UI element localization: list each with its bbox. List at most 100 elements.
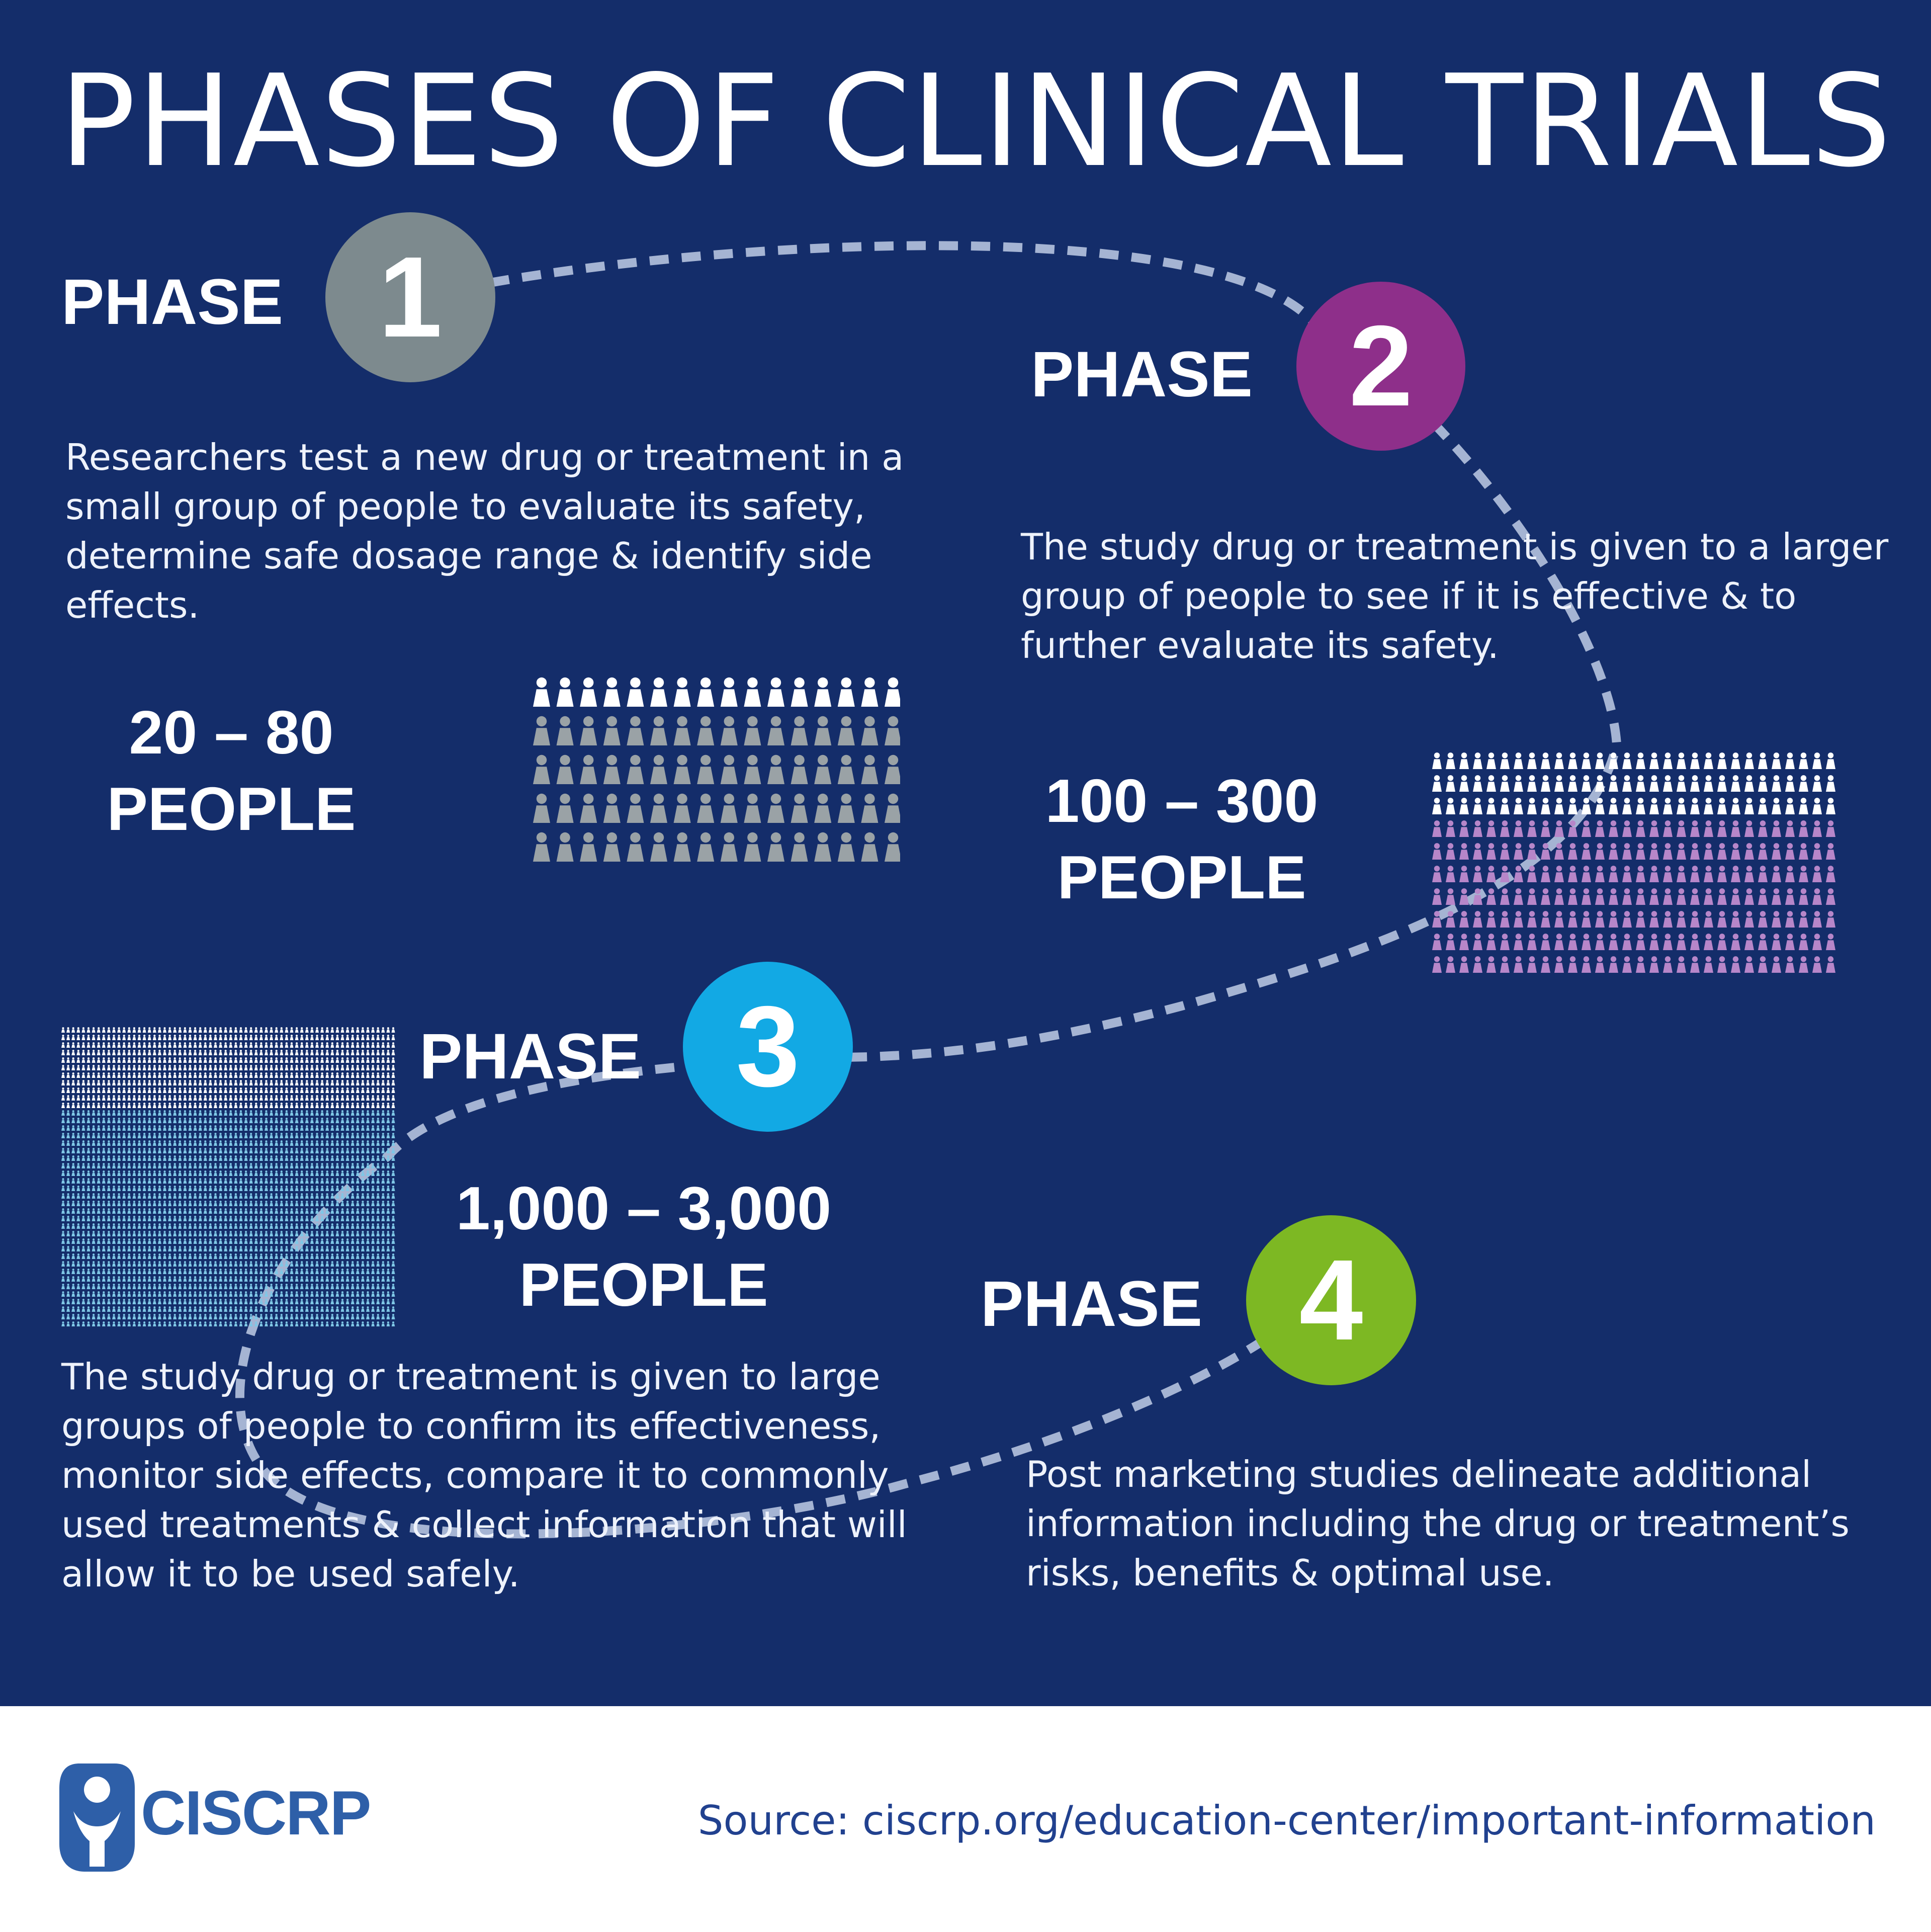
person-icon xyxy=(102,1140,106,1146)
person-icon xyxy=(127,1065,131,1070)
person-icon xyxy=(376,1125,380,1131)
person-icon xyxy=(330,1148,334,1153)
person-icon xyxy=(350,1050,355,1055)
person-icon xyxy=(249,1103,253,1108)
person-icon xyxy=(188,1087,192,1093)
person-icon xyxy=(66,1087,70,1093)
person-icon xyxy=(361,1306,365,1312)
person-icon xyxy=(1731,798,1740,814)
person-icon xyxy=(265,1223,268,1229)
person-icon xyxy=(285,1193,289,1199)
person-icon xyxy=(1446,820,1455,837)
person-icon xyxy=(285,1103,289,1108)
person-icon xyxy=(92,1186,96,1191)
person-icon xyxy=(345,1276,349,1282)
person-icon xyxy=(391,1027,395,1033)
person-icon xyxy=(1554,775,1564,792)
person-icon xyxy=(300,1284,304,1289)
person-icon xyxy=(290,1186,294,1191)
person-icon xyxy=(107,1163,111,1168)
person-icon xyxy=(345,1133,349,1138)
person-icon xyxy=(254,1276,258,1282)
person-icon xyxy=(254,1035,258,1040)
person-icon xyxy=(259,1065,263,1070)
person-icon xyxy=(1527,843,1537,860)
person-icon xyxy=(300,1321,304,1326)
person-icon xyxy=(1812,820,1822,837)
person-icon xyxy=(1446,866,1455,882)
person-icon xyxy=(356,1035,360,1040)
person-icon xyxy=(112,1321,116,1326)
person-icon xyxy=(214,1155,217,1161)
person-icon xyxy=(142,1170,146,1176)
person-icon xyxy=(214,1231,217,1236)
person-icon xyxy=(203,1065,207,1070)
person-icon xyxy=(219,1201,223,1206)
person-icon xyxy=(325,1087,329,1093)
person-icon xyxy=(127,1095,131,1101)
person-icon xyxy=(102,1276,106,1282)
person-icon xyxy=(239,1201,243,1206)
person-icon xyxy=(107,1284,111,1289)
person-icon xyxy=(137,1231,141,1236)
person-icon xyxy=(366,1178,370,1184)
person-icon xyxy=(1541,888,1550,905)
person-icon xyxy=(224,1118,228,1123)
person-icon xyxy=(1432,888,1442,905)
person-icon xyxy=(1731,956,1740,973)
person-icon xyxy=(381,1253,385,1259)
person-icon xyxy=(556,716,574,745)
person-icon xyxy=(340,1246,344,1251)
person-icon xyxy=(533,832,550,862)
person-icon xyxy=(1636,888,1645,905)
person-icon xyxy=(1758,888,1768,905)
person-icon xyxy=(198,1314,202,1319)
person-icon xyxy=(1690,752,1700,769)
person-icon xyxy=(152,1163,156,1168)
person-icon xyxy=(376,1186,380,1191)
person-icon xyxy=(1568,775,1577,792)
person-icon xyxy=(1500,752,1510,769)
person-icon xyxy=(132,1095,136,1101)
person-icon xyxy=(366,1140,370,1146)
person-icon xyxy=(1486,866,1496,882)
person-icon xyxy=(214,1246,217,1251)
person-icon xyxy=(1446,775,1455,792)
person-icon xyxy=(1758,775,1768,792)
person-icon xyxy=(290,1201,294,1206)
person-icon xyxy=(183,1261,187,1267)
person-icon xyxy=(285,1231,289,1236)
person-icon xyxy=(112,1050,116,1055)
person-icon xyxy=(142,1087,146,1093)
person-icon xyxy=(81,1314,85,1319)
person-icon xyxy=(254,1125,258,1131)
person-icon xyxy=(76,1321,80,1326)
person-icon xyxy=(92,1321,96,1326)
person-icon xyxy=(345,1178,349,1184)
person-icon xyxy=(239,1193,243,1199)
person-icon xyxy=(244,1216,248,1221)
person-icon xyxy=(157,1170,161,1176)
person-icon xyxy=(127,1087,131,1093)
person-icon xyxy=(366,1284,370,1289)
person-icon xyxy=(224,1035,228,1040)
person-icon xyxy=(285,1050,289,1055)
person-icon xyxy=(361,1155,365,1161)
person-icon xyxy=(66,1148,70,1153)
person-icon xyxy=(229,1133,233,1138)
person-icon xyxy=(76,1193,80,1199)
person-icon xyxy=(381,1276,385,1282)
person-icon xyxy=(219,1110,223,1116)
person-icon xyxy=(371,1208,375,1214)
person-icon xyxy=(603,677,621,707)
person-icon xyxy=(265,1118,268,1123)
person-icon xyxy=(330,1276,334,1282)
person-icon xyxy=(345,1284,349,1289)
person-icon xyxy=(102,1163,106,1168)
person-icon xyxy=(371,1050,375,1055)
person-icon xyxy=(371,1193,375,1199)
person-icon xyxy=(234,1314,238,1319)
person-icon xyxy=(315,1193,319,1199)
person-icon xyxy=(1704,934,1713,950)
person-icon xyxy=(107,1118,111,1123)
